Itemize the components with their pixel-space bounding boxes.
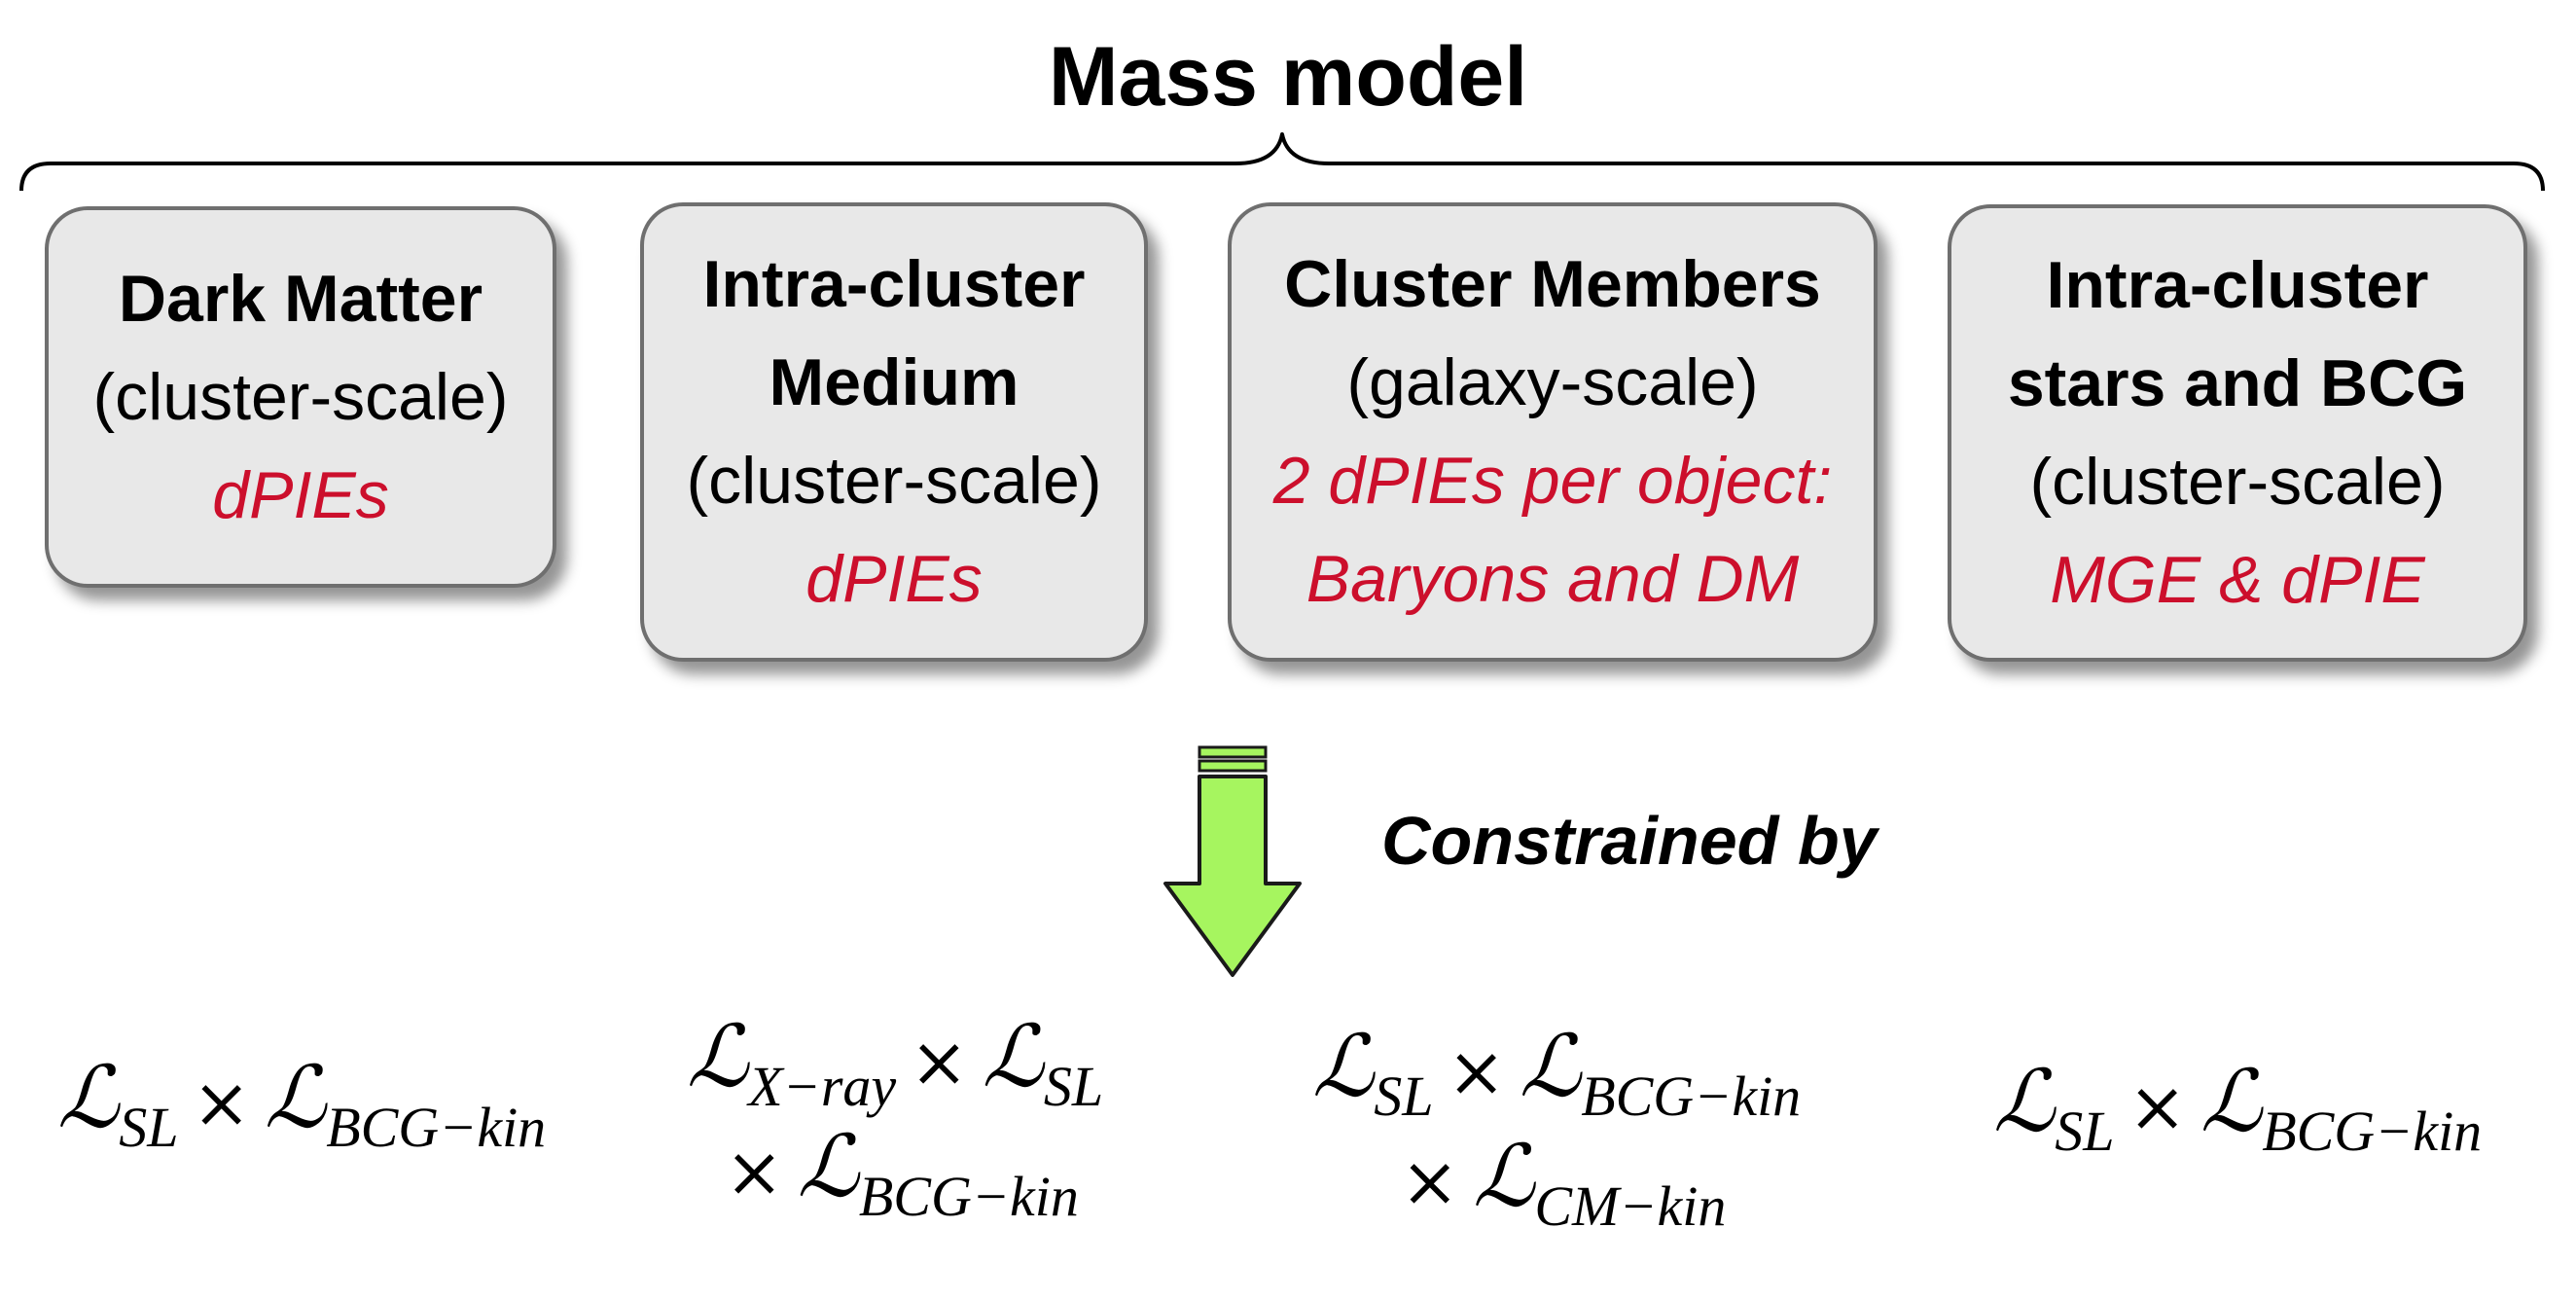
diagram-title: Mass model <box>1048 30 1528 124</box>
likelihood-formula-dark-matter: ℒSL×ℒBCG−kin <box>0 1049 603 1159</box>
box-cluster-members: Cluster Members (galaxy-scale) 2 dPIEs per… <box>1228 202 1878 662</box>
constrained-by-label: Constrained by <box>1381 803 1878 879</box>
likelihood-subscript: SL <box>1043 1055 1104 1118</box>
likelihood-subscript: SL <box>2055 1100 2115 1163</box>
box-line: dPIEs <box>212 457 389 532</box>
likelihood-symbol: ℒ <box>264 1052 327 1146</box>
likelihood-symbol: ℒ <box>797 1121 859 1215</box>
likelihood-formula-stars-bcg: ℒSL×ℒBCG−kin <box>1936 1053 2539 1163</box>
likelihood-symbol: ℒ <box>1519 1021 1582 1115</box>
formula-line: ℒSL×ℒBCG−kin <box>0 1049 603 1159</box>
box-line: Baryons and DM <box>1306 542 1800 616</box>
likelihood-subscript: X−ray <box>748 1055 897 1118</box>
times-operator: × <box>1447 1030 1506 1112</box>
likelihood-subscript: BCG−kin <box>858 1165 1079 1228</box>
box-line: Cluster Members <box>1284 247 1821 321</box>
box-line: (cluster-scale) <box>2029 445 2446 519</box>
likelihood-symbol: ℒ <box>982 1011 1044 1105</box>
curly-brace <box>19 132 2545 192</box>
likelihood-symbol: ℒ <box>56 1052 120 1146</box>
formula-line: ×ℒCM−kin <box>1265 1128 1848 1238</box>
box-line: dPIEs <box>805 542 983 616</box>
box-intra-cluster-stars-bcg: Intra-cluster stars and BCG (cluster-scale… <box>1948 204 2527 662</box>
box-line: stars and BCG <box>2007 346 2468 420</box>
formula-line: ℒX−ray×ℒSL <box>603 1008 1187 1118</box>
formula-line: ×ℒBCG−kin <box>603 1118 1187 1228</box>
box-line: Dark Matter <box>118 261 483 336</box>
box-line: Medium <box>769 345 1020 419</box>
box-line: Intra-cluster <box>702 247 1086 321</box>
formula-line: ℒSL×ℒBCG−kin <box>1936 1053 2539 1163</box>
times-operator: × <box>2128 1065 2187 1147</box>
likelihood-symbol: ℒ <box>1992 1056 2056 1150</box>
box-line: (cluster-scale) <box>92 359 509 434</box>
likelihood-subscript: BCG−kin <box>2262 1100 2483 1163</box>
box-dark-matter: Dark Matter (cluster-scale) dPIEs <box>45 206 556 588</box>
likelihood-subscript: BCG−kin <box>1581 1065 1802 1128</box>
likelihood-subscript: BCG−kin <box>326 1096 547 1159</box>
likelihood-formula-icm: ℒX−ray×ℒSL×ℒBCG−kin <box>603 1008 1187 1228</box>
box-line: MGE & dPIE <box>2050 543 2425 617</box>
likelihood-subscript: SL <box>119 1096 179 1159</box>
likelihood-symbol: ℒ <box>686 1011 749 1105</box>
box-line: 2 dPIEs per object: <box>1272 444 1833 518</box>
likelihood-subscript: CM−kin <box>1534 1174 1727 1238</box>
formula-line: ℒSL×ℒBCG−kin <box>1265 1018 1848 1128</box>
times-operator: × <box>910 1021 969 1102</box>
times-operator: × <box>725 1131 784 1212</box>
times-operator: × <box>192 1062 251 1143</box>
times-operator: × <box>1400 1140 1459 1222</box>
box-line: (cluster-scale) <box>686 444 1102 518</box>
likelihood-symbol: ℒ <box>1472 1131 1535 1225</box>
likelihood-symbol: ℒ <box>2200 1056 2263 1150</box>
likelihood-formula-cluster-members: ℒSL×ℒBCG−kin×ℒCM−kin <box>1265 1018 1848 1238</box>
box-line: (galaxy-scale) <box>1346 345 1759 419</box>
box-line: Intra-cluster <box>2046 248 2429 322</box>
likelihood-symbol: ℒ <box>1311 1021 1375 1115</box>
likelihood-subscript: SL <box>1374 1065 1434 1128</box>
